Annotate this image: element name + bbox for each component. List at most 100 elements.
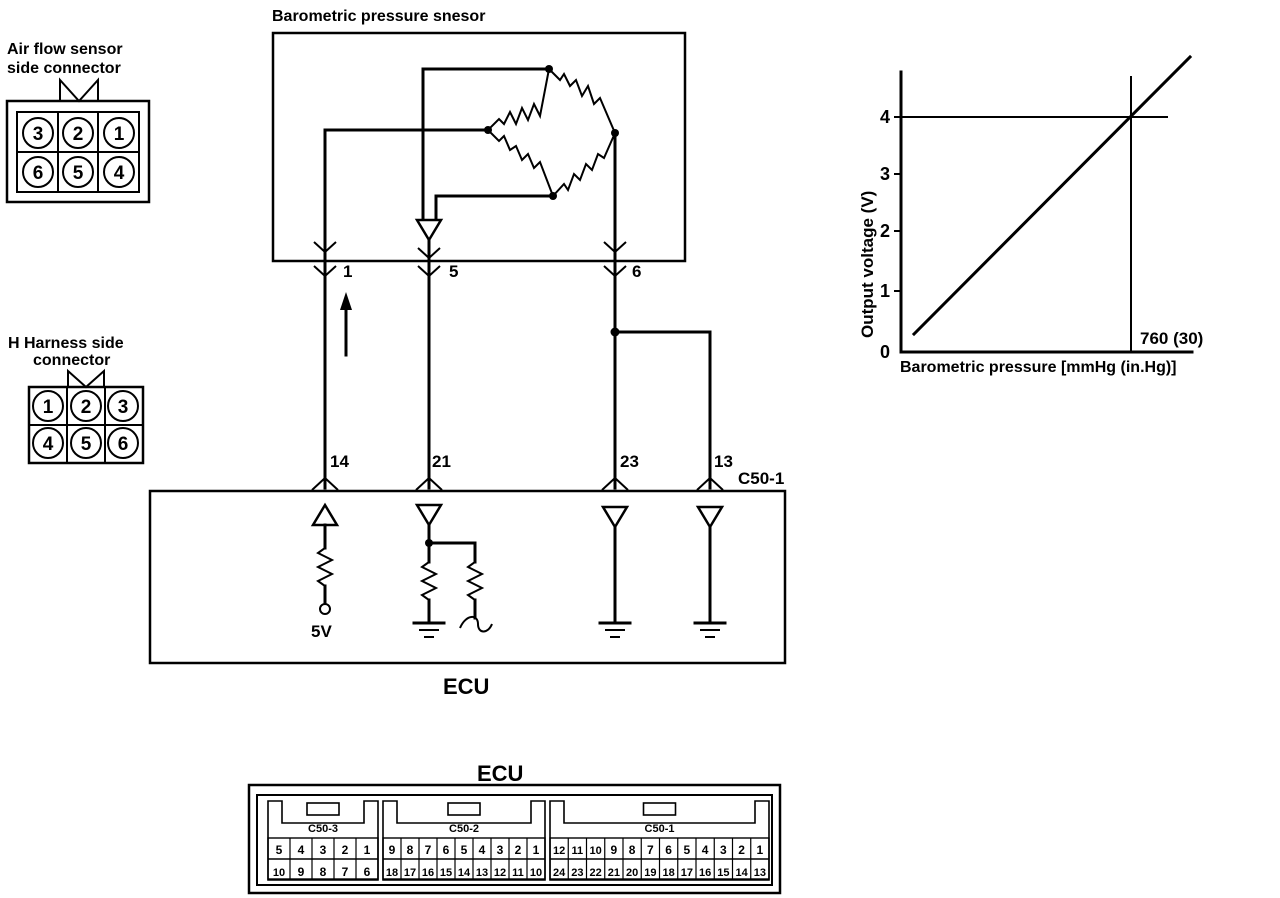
airflow-pin-1: 1 [114, 124, 125, 145]
graph-xlabel: Barometric pressure [mmHg (in.Hg)] [900, 359, 1177, 376]
ecu-label: ECU [443, 674, 489, 699]
ecu-pin-14: 14 [330, 452, 349, 471]
ecu-connector-pin: 8 [320, 865, 327, 879]
harness-pin-5: 5 [81, 434, 92, 455]
sensor-pin-6: 6 [632, 262, 641, 281]
ytick-1: 1 [880, 281, 890, 301]
graph-y-ticks: 0 1 2 3 4 [880, 107, 901, 362]
airflow-label-line2: side connector [7, 60, 121, 77]
airflow-pin-4: 4 [114, 163, 125, 184]
ecu-connector-pin: 7 [647, 843, 654, 857]
ecu-box: 14 21 23 13 C50-1 5V [148, 452, 787, 699]
ecu-connector-pin: 17 [404, 867, 416, 879]
ecu-connector-pin: 20 [626, 867, 638, 879]
sensor-wire-top [421, 67, 551, 222]
harness-label-line1: H Harness side [8, 335, 124, 352]
airflow-pin-2: 2 [73, 124, 84, 145]
ecu-connector-pin: 6 [364, 865, 371, 879]
ecu-ground-13 [693, 505, 727, 638]
ecu-connector-pin: 4 [702, 843, 709, 857]
ecu-pin-21: 21 [432, 452, 451, 471]
harness-pin-4: 4 [43, 434, 54, 455]
ecu-connector-pin: 10 [590, 845, 602, 857]
ecu-connector-pin: 5 [684, 843, 691, 857]
output-voltage-graph: 0 1 2 3 4 760 (30) Barometric pressure [… [858, 54, 1203, 376]
supply-5v-label: 5V [311, 622, 332, 641]
ecu-connector-pin: 9 [611, 843, 618, 857]
airflow-label-line1: Air flow sensor [7, 41, 123, 58]
ecu-connector-pin: 22 [590, 867, 602, 879]
ecu-connector-pin: 12 [494, 867, 506, 879]
ecu-ground-23 [598, 505, 632, 638]
sensor-title: Barometric pressure snesor [272, 8, 485, 25]
ecu-connector-pin: 15 [440, 867, 452, 879]
harness-wires [323, 260, 712, 490]
wire-pin6-to-13 [613, 330, 712, 490]
ecu-connector-pin: 4 [298, 843, 305, 857]
wheatstone-bridge [484, 65, 619, 200]
ytick-4: 4 [880, 107, 890, 127]
harness-pin-6: 6 [118, 434, 129, 455]
ecu-connector-pin: 3 [320, 843, 327, 857]
ecu-connector-pin: 10 [530, 867, 542, 879]
ecu-connector-pin: 2 [738, 843, 745, 857]
ecu-connector-pin: 2 [515, 843, 522, 857]
graph-output-line [911, 54, 1193, 337]
ecu-connector-pin: 6 [665, 843, 672, 857]
ecu-5v-pullup: 5V [310, 502, 340, 641]
sensor-box [271, 31, 687, 263]
ecu-connector-pin: 5 [276, 843, 283, 857]
harness-side-connector: H Harness side connector 1 2 3 4 5 6 [8, 335, 145, 465]
ecu-connector-pin: 14 [458, 867, 471, 879]
ecu-connector-block-label: C50-3 [308, 823, 338, 835]
ecu-connector-pin: 21 [608, 867, 620, 879]
ecu-connector-block-label: C50-1 [645, 823, 675, 835]
ecu-connector-pin: 9 [389, 843, 396, 857]
ecu-pin-23: 23 [620, 452, 639, 471]
ecu-pin-13: 13 [714, 452, 733, 471]
ecu-connector-pin: 7 [342, 865, 349, 879]
ecu-connector-pin: 3 [720, 843, 727, 857]
ecu-connector-pin: 15 [717, 867, 729, 879]
ecu-connector-pin: 16 [422, 867, 434, 879]
ecu-connector-pin: 8 [629, 843, 636, 857]
ecu-connector-pin: 1 [364, 843, 371, 857]
ecu-connector-pin: 8 [407, 843, 414, 857]
ecu-connector-pin: 9 [298, 865, 305, 879]
sensor-output-triangle [414, 218, 444, 243]
ecu-connector-pin: 3 [497, 843, 504, 857]
ecu-connector-pin: 19 [644, 867, 656, 879]
airflow-sensor-connector: Air flow sensor side connector 3 2 1 6 5… [5, 41, 151, 204]
ecu-connector-pin: 16 [699, 867, 711, 879]
harness-label-line2: connector [33, 352, 110, 369]
ecu-connector-id: C50-1 [738, 469, 784, 488]
harness-pin-1: 1 [43, 397, 54, 418]
ecu-connector-pin: 5 [461, 843, 468, 857]
ecu-connector-block-label: C50-2 [449, 823, 479, 835]
ecu-connector-pin: 23 [571, 867, 583, 879]
ecu-connector-pin: 24 [553, 867, 566, 879]
airflow-pin-5: 5 [73, 163, 84, 184]
harness-pin-2: 2 [81, 397, 92, 418]
ecu-connector-pin: 7 [425, 843, 432, 857]
graph-ylabel: Output voltage (V) [858, 191, 877, 338]
harness-pin-3: 3 [118, 397, 129, 418]
ytick-0: 0 [880, 342, 890, 362]
ecu-connector-pin: 4 [479, 843, 486, 857]
ecu-connector-pin: 1 [757, 843, 764, 857]
sensor-wire-left [323, 128, 490, 264]
splice-dot [610, 327, 620, 337]
ecu-connector-pin: 13 [476, 867, 488, 879]
barometric-pressure-sensor: Barometric pressure snesor [271, 8, 687, 264]
ecu-connector-pin: 11 [572, 845, 584, 857]
ecu-connector-pin: 14 [736, 867, 749, 879]
graph-marker-label: 760 (30) [1140, 329, 1203, 348]
ecu-connector-pin: 1 [533, 843, 540, 857]
ecu-connector-pin: 17 [681, 867, 693, 879]
ecu-connector-pin: 12 [553, 845, 565, 857]
airflow-pin-3: 3 [33, 124, 44, 145]
